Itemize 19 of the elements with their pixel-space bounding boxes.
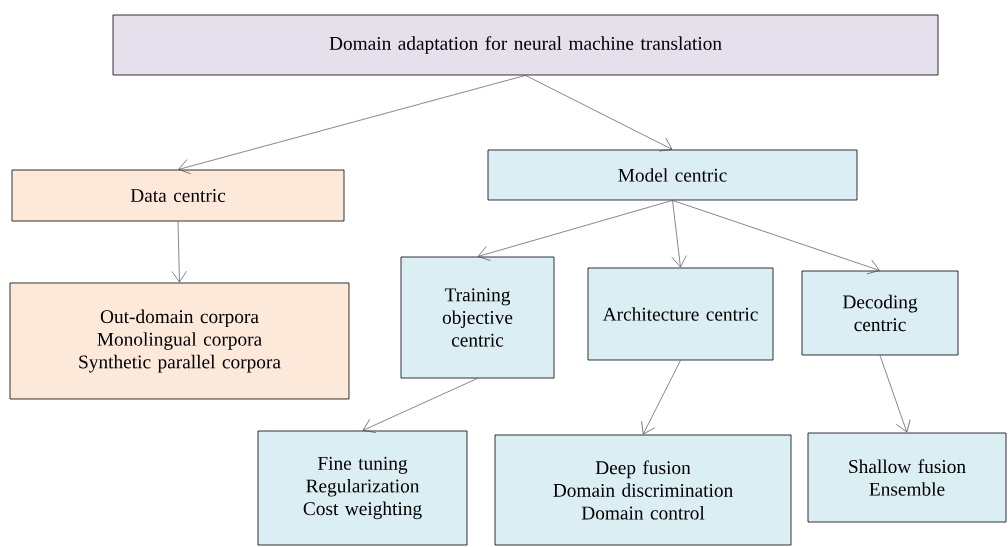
- process-box: Fine tuning Regularization Cost weighting: [257, 430, 468, 546]
- arrow: [641, 360, 681, 435]
- process-box: Domain adaptation for neural machine translation: [112, 14, 939, 76]
- arrow: [178, 75, 526, 175]
- arrow: [879, 355, 911, 433]
- process-box: Model centric: [487, 149, 858, 201]
- arrow: [477, 200, 673, 261]
- process-box: Decoding centric: [801, 270, 959, 356]
- process-box: Data centric: [11, 169, 345, 222]
- arrow: [672, 200, 880, 275]
- arrow: [525, 75, 673, 152]
- process-box: Deep fusion Domain discrimination Domain control: [494, 434, 792, 546]
- process-box: Training objective centric: [400, 256, 555, 379]
- arrow: [171, 221, 187, 283]
- arrow: [362, 378, 478, 433]
- arrow: [671, 200, 687, 268]
- process-box: Shallow fusion Ensemble: [807, 432, 1007, 523]
- process-box: Architecture centric: [587, 267, 774, 361]
- process-box: Out-domain corpora Monolingual corpora Synthetic parallel corpora: [9, 282, 350, 400]
